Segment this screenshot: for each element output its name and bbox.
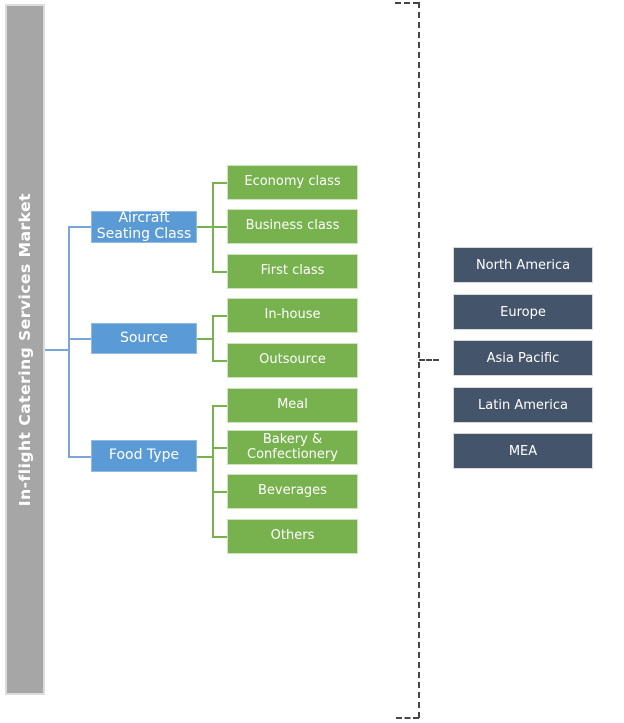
child-label-in-house: In-house xyxy=(264,307,321,323)
child-box-meal: Meal xyxy=(227,388,358,423)
blue-feed-line xyxy=(45,349,69,351)
green-stub-outsource xyxy=(212,360,227,362)
green-rail-food-type xyxy=(212,405,214,537)
child-box-others: Others xyxy=(227,519,358,554)
child-label-beverages: Beverages xyxy=(258,483,327,499)
green-stub-first-class xyxy=(212,271,227,273)
region-label-mea: MEA xyxy=(508,443,538,459)
green-stub-business-class xyxy=(212,226,227,228)
green-stub-aircraft-seating xyxy=(197,226,213,228)
market-root-label: In-flight Catering Services Market xyxy=(16,192,34,507)
green-stub-meal xyxy=(212,405,227,407)
green-stub-economy-class xyxy=(212,182,227,184)
child-label-bakery-confectionery: Bakery & Confectionery xyxy=(247,431,338,462)
child-box-in-house: In-house xyxy=(227,298,358,333)
segment-label-aircraft-seating-class: Aircraft Seating Class xyxy=(96,210,192,242)
child-box-bakery-confectionery: Bakery & Confectionery xyxy=(227,430,358,465)
region-label-latin-america: Latin America xyxy=(478,397,568,413)
segment-label-food-type: Food Type xyxy=(108,447,180,464)
region-box-latin-america: Latin America xyxy=(453,387,593,423)
green-stub-in-house xyxy=(212,315,227,317)
green-stub-bakery-confectionery xyxy=(212,447,227,449)
region-label-asia-pacific: Asia Pacific xyxy=(486,350,560,366)
region-box-asia-pacific: Asia Pacific xyxy=(453,340,593,376)
green-stub-food-type xyxy=(197,456,213,458)
dashed-bracket-top xyxy=(395,2,419,4)
child-label-meal: Meal xyxy=(277,397,308,413)
dashed-bracket-pointer xyxy=(419,359,439,361)
segment-box-food-type: Food Type xyxy=(91,440,197,472)
region-box-mea: MEA xyxy=(453,433,593,469)
child-label-outsource: Outsource xyxy=(259,352,326,368)
child-box-first-class: First class xyxy=(227,254,358,289)
blue-trunk-line xyxy=(68,226,70,457)
region-label-north-america: North America xyxy=(475,257,571,273)
green-stub-others xyxy=(212,536,227,538)
segment-label-source: Source xyxy=(119,329,169,346)
child-label-business-class: Business class xyxy=(245,218,340,234)
green-rail-source xyxy=(212,315,214,361)
child-label-others: Others xyxy=(270,528,315,544)
child-label-economy-class: Economy class xyxy=(244,174,341,190)
region-box-north-america: North America xyxy=(453,247,593,283)
segment-box-aircraft-seating-class: Aircraft Seating Class xyxy=(91,210,197,243)
region-label-europe: Europe xyxy=(500,304,546,320)
child-box-outsource: Outsource xyxy=(227,343,358,378)
market-root-bar: In-flight Catering Services Market xyxy=(5,4,45,695)
child-label-first-class: First class xyxy=(260,263,325,279)
blue-branch-source xyxy=(68,338,91,340)
green-stub-source xyxy=(197,338,213,340)
blue-branch-food-type xyxy=(68,456,91,458)
green-stub-beverages xyxy=(212,491,227,493)
child-box-economy-class: Economy class xyxy=(227,165,358,200)
child-box-business-class: Business class xyxy=(227,209,358,244)
blue-branch-aircraft-seating xyxy=(68,226,91,228)
dashed-bracket-bottom xyxy=(396,717,419,719)
region-box-europe: Europe xyxy=(453,294,593,330)
segment-box-source: Source xyxy=(91,323,197,354)
child-box-beverages: Beverages xyxy=(227,474,358,509)
